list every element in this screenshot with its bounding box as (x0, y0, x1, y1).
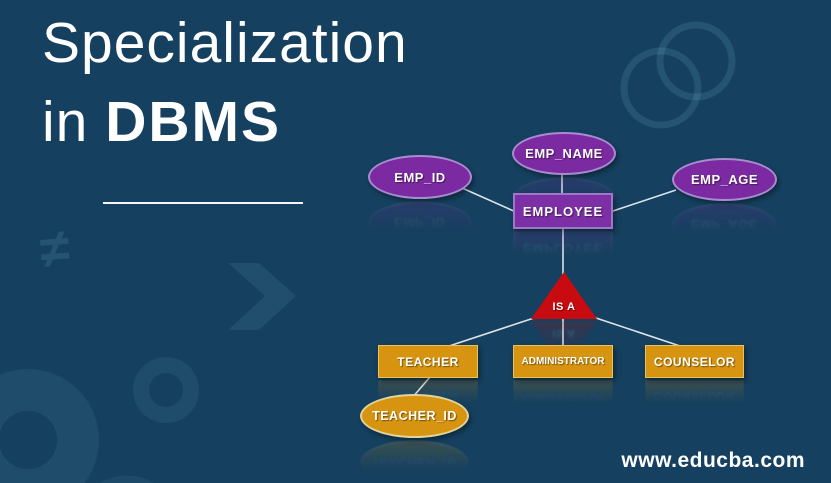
page-title: Specialization in DBMS (42, 4, 408, 162)
subentity-rectangle-administrator: ADMINISTRATOR (513, 345, 613, 378)
connector-line (461, 187, 517, 213)
attribute-label: EMP_NAME (525, 146, 603, 161)
attribute-ellipse-emp-name: EMP_NAME (512, 132, 616, 175)
connector-line (609, 189, 677, 213)
attribute-ellipse-emp-age: EMP_AGE (672, 158, 777, 201)
connector-line (436, 317, 535, 351)
watermark-url: www.educba.com (621, 449, 805, 472)
attribute-ellipse-emp-id: EMP_ID (368, 155, 472, 199)
attribute-ellipse-teacher-id: TEACHER_ID (360, 394, 469, 438)
subentity-rectangle-teacher: TEACHER (378, 345, 478, 378)
title-line-2: in DBMS (42, 83, 408, 162)
entity-rectangle-employee: EMPLOYEE (513, 193, 613, 229)
decor-donut-icon (0, 369, 99, 483)
decor-circle-outline-icon (656, 21, 736, 101)
subentity-label: TEACHER (397, 354, 459, 369)
decor-circle-outline-icon (620, 47, 702, 129)
entity-label: EMPLOYEE (522, 203, 604, 219)
subentity-label: COUNSELOR (653, 354, 736, 369)
subentity-label: ADMINISTRATOR (521, 356, 605, 367)
attribute-label: EMP_AGE (690, 172, 759, 187)
subentity-rectangle-counselor: COUNSELOR (645, 345, 744, 378)
title-line-1: Specialization (42, 11, 408, 75)
attribute-label: TEACHER_ID (372, 409, 457, 423)
attribute-label: EMP_ID (394, 169, 446, 185)
relationship-label: IS A (552, 301, 576, 313)
chevron-right-icon (228, 263, 296, 330)
decor-donut-icon (133, 357, 199, 423)
decor-circle-outline-icon (99, 475, 155, 483)
title-line-2-prefix: in (42, 90, 89, 154)
title-line-2-keyword: DBMS (105, 90, 282, 154)
connector-line (595, 317, 693, 351)
title-divider (103, 202, 303, 204)
